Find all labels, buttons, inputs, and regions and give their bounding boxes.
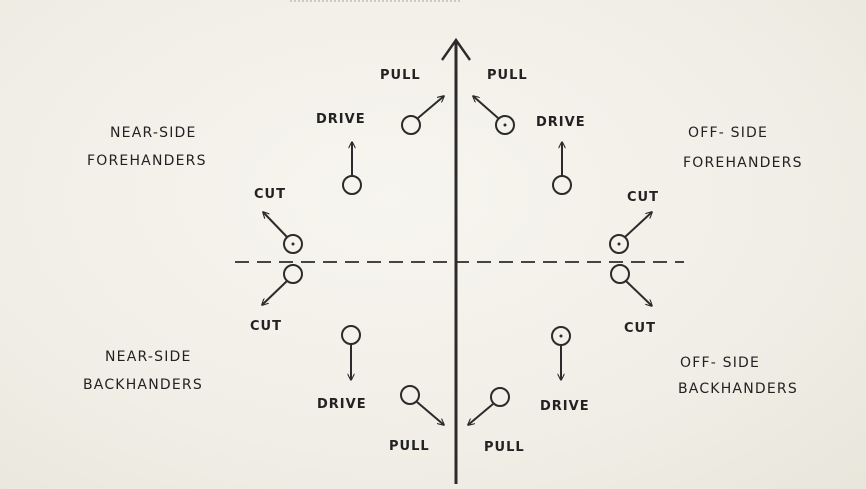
near-side-forehanders-line2: FOREHANDERS (87, 153, 207, 169)
near-side-backhanders-line1: NEAR-SIDE (105, 349, 192, 365)
ball-pull-bottom-right (468, 387, 510, 425)
ball-drive-bottom-right (551, 326, 571, 380)
off-side-forehanders-line2: FOREHANDERS (683, 155, 803, 171)
label-pull-top-right: PULL (487, 68, 528, 83)
off-side-backhanders-line1: OFF- SIDE (680, 355, 761, 371)
label-cut-lower-right: CUT (624, 321, 656, 336)
label-cut-upper-right: CUT (627, 190, 659, 205)
ball-drive-bottom-left (341, 325, 361, 380)
ball-cut-upper-right (609, 212, 652, 254)
label-drive-top-right: DRIVE (536, 115, 586, 130)
faded-header-text (290, 0, 460, 6)
ball-cut-upper-left (263, 212, 303, 254)
ball-cut-lower-left (262, 264, 303, 305)
off-side-forehanders-line1: OFF- SIDE (688, 125, 769, 141)
vertical-axis-arrowhead (441, 37, 471, 61)
near-side-forehanders-line1: NEAR-SIDE (110, 125, 197, 141)
label-drive-top-left: DRIVE (316, 112, 366, 127)
label-pull-top-left: PULL (380, 68, 421, 83)
ball-drive-top-left (342, 142, 362, 195)
ball-cut-lower-right (610, 264, 652, 306)
label-drive-bottom-left: DRIVE (317, 397, 367, 412)
ball-pull-bottom-left (400, 385, 444, 425)
label-cut-lower-left: CUT (250, 319, 282, 334)
label-drive-bottom-right: DRIVE (540, 399, 590, 414)
label-pull-bottom-right: PULL (484, 440, 525, 455)
ball-drive-top-right (552, 142, 572, 195)
label-pull-bottom-left: PULL (389, 439, 430, 454)
ball-pull-top-right (473, 96, 515, 135)
near-side-backhanders-line2: BACKHANDERS (83, 377, 203, 393)
off-side-backhanders-line2: BACKHANDERS (678, 381, 798, 397)
ball-pull-top-left (401, 96, 444, 135)
label-cut-upper-left: CUT (254, 187, 286, 202)
